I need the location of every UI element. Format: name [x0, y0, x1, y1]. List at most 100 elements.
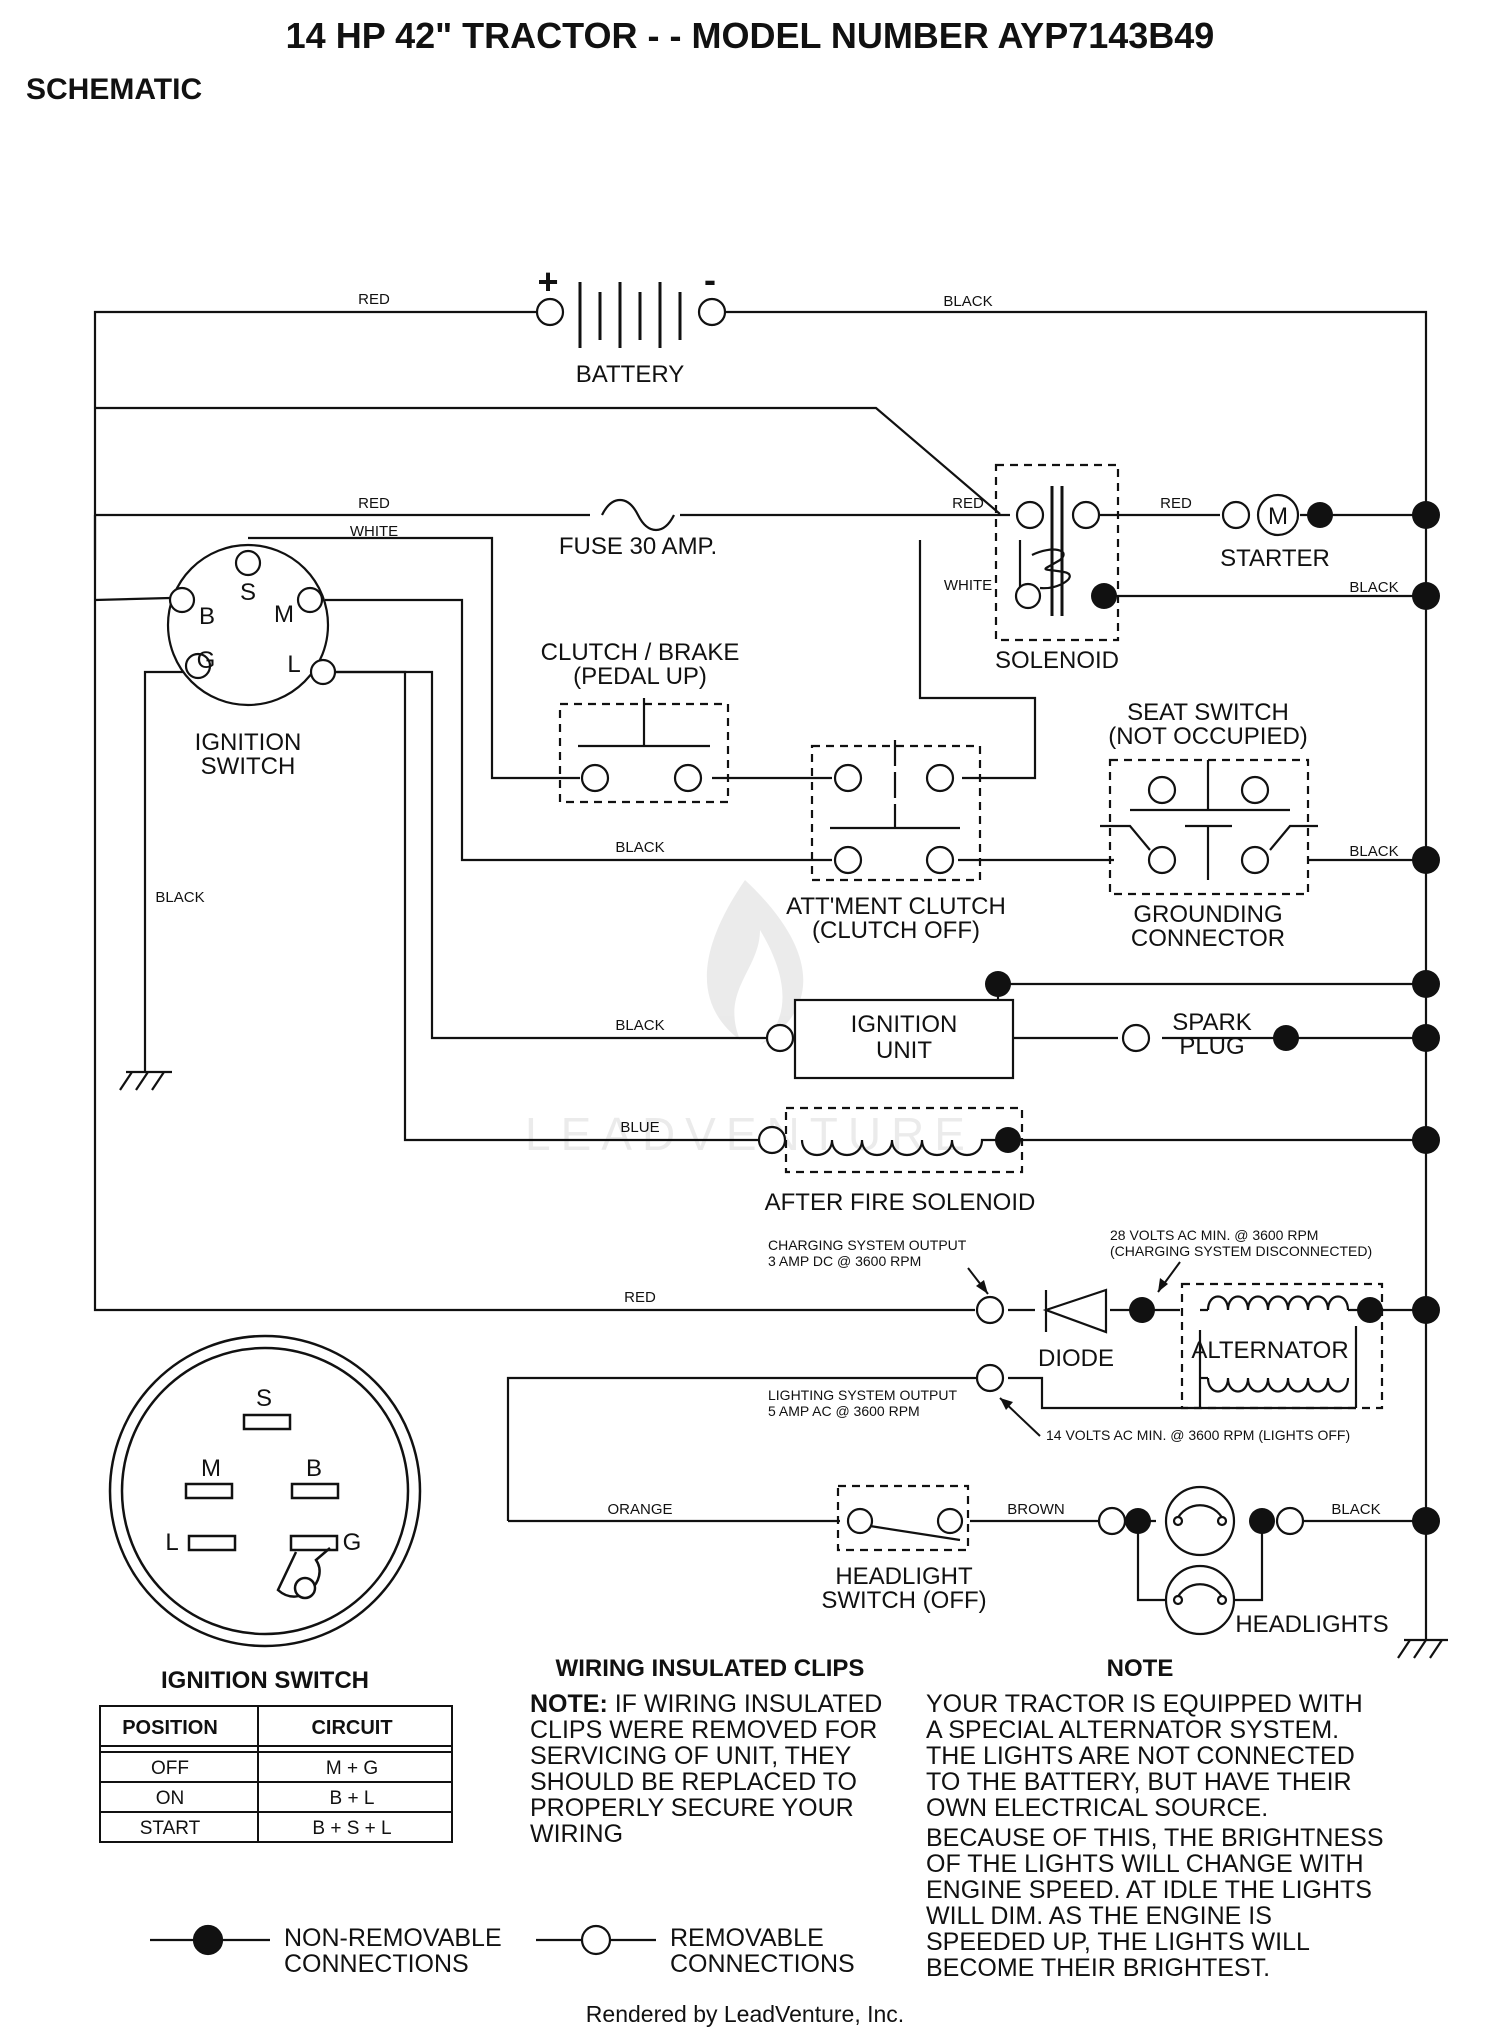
wire-label-blue: BLUE [620, 1119, 659, 1136]
grounding-connector-label-1: GROUNDING [1133, 901, 1282, 928]
wire-black-clutch [325, 598, 832, 862]
ignition-table [99, 1705, 453, 1843]
clips-line-3: SHOULD BE REPLACED TO [530, 1768, 857, 1796]
battery-label: BATTERY [576, 361, 684, 388]
wire-label-red-charge: RED [624, 1289, 656, 1306]
watermark: LEADVENTURE [525, 880, 975, 1160]
note-line-5: BECAUSE OF THIS, THE BRIGHTNESS [926, 1824, 1384, 1852]
legend-removable-2: CONNECTIONS [670, 1950, 855, 1978]
clutch-brake-label-2: (PEDAL UP) [573, 663, 707, 690]
legend-non-removable-1: NON-REMOVABLE [284, 1924, 502, 1952]
note-line-9: SPEEDED UP, THE LIGHTS WILL [926, 1928, 1310, 1956]
legend-removable-1: REMOVABLE [670, 1924, 824, 1952]
wire-label-black-sol: BLACK [1349, 579, 1398, 596]
lighting-output-2: 5 AMP AC @ 3600 RPM [768, 1403, 920, 1419]
volts28-2: (CHARGING SYSTEM DISCONNECTED) [1110, 1243, 1372, 1259]
wire-label-black-ign-unit: BLACK [615, 1017, 664, 1034]
ignition-table-row-2-pos: START [140, 1818, 201, 1839]
ignition-table-row-2-circ: B + S + L [312, 1818, 391, 1839]
lighting-output-1: LIGHTING SYSTEM OUTPUT [768, 1387, 957, 1403]
connector-face-s: S [256, 1385, 272, 1412]
attment-clutch-label-2: (CLUTCH OFF) [812, 917, 980, 944]
legend [150, 1924, 656, 1956]
alternator [1180, 1282, 1384, 1410]
volts14: 14 VOLTS AC MIN. @ 3600 RPM (LIGHTS OFF) [1046, 1427, 1350, 1443]
ignition-pin-s: S [240, 579, 256, 606]
spark-plug-label-2: PLUG [1179, 1033, 1244, 1060]
charging-output-2: 3 AMP DC @ 3600 RPM [768, 1253, 921, 1269]
ignition-switch-label-2: SWITCH [201, 753, 296, 780]
clips-title: WIRING INSULATED CLIPS [556, 1655, 865, 1682]
ignition-table-title: IGNITION SWITCH [161, 1667, 369, 1694]
watermark-text: LEADVENTURE [525, 1108, 975, 1160]
note-line-2: THE LIGHTS ARE NOT CONNECTED [926, 1742, 1355, 1770]
attment-clutch-switch [810, 740, 982, 882]
wire-label-white-sol: WHITE [944, 577, 992, 594]
note-line-1: A SPECIAL ALTERNATOR SYSTEM. [926, 1716, 1339, 1744]
ignition-pin-g: G [197, 647, 216, 674]
note-line-0: YOUR TRACTOR IS EQUIPPED WITH [926, 1690, 1363, 1718]
attment-clutch-label-1: ATT'MENT CLUTCH [786, 893, 1006, 920]
fuse-symbol [601, 498, 675, 532]
note-title: NOTE [1107, 1655, 1174, 1682]
ignition-pin-m: M [274, 601, 294, 628]
headlight-switch [836, 1484, 970, 1552]
clips-lead: NOTE: [530, 1690, 608, 1718]
battery-minus: - [704, 259, 716, 300]
ignition-table-row-1-pos: ON [156, 1788, 185, 1809]
wire-diagonal-solenoid [95, 406, 1001, 515]
wire-label-orange: ORANGE [607, 1501, 672, 1518]
clips-line-5: WIRING [530, 1820, 623, 1848]
spark-plug-label-1: SPARK [1172, 1009, 1252, 1036]
clips-line-4: PROPERLY SECURE YOUR [530, 1794, 854, 1822]
connector-face-g: G [343, 1529, 362, 1556]
connector-face-m: M [201, 1455, 221, 1482]
legend-non-removable-2: CONNECTIONS [284, 1950, 469, 1978]
note-line-3: TO THE BATTERY, BUT HAVE THEIR [926, 1768, 1352, 1796]
wire-label-white-ign: WHITE [350, 523, 398, 540]
wire-orange-head [506, 1376, 976, 1521]
wire-red-top [93, 310, 536, 560]
wire-white-sol [918, 540, 1037, 780]
note-line-10: BECOME THEIR BRIGHTEST. [926, 1954, 1270, 1982]
wire-label-black-head: BLACK [1331, 1501, 1380, 1518]
ignition-table-header-position: POSITION [122, 1717, 218, 1739]
footer-credit: Rendered by LeadVenture, Inc. [586, 2001, 904, 2027]
bus-nodes [1412, 501, 1440, 1535]
battery [535, 282, 727, 348]
solenoid-black-node [1091, 583, 1117, 609]
starter-m: M [1268, 503, 1288, 530]
seat-switch-label-2: (NOT OCCUPIED) [1108, 723, 1308, 750]
after-fire-solenoid-label: AFTER FIRE SOLENOID [765, 1189, 1036, 1216]
after-fire-solenoid [757, 1106, 1024, 1174]
wire-label-black-clutch: BLACK [615, 839, 664, 856]
headlight-switch-label-2: SWITCH (OFF) [821, 1587, 986, 1614]
charging-output-1: CHARGING SYSTEM OUTPUT [768, 1237, 967, 1253]
connector-face-l: L [165, 1529, 178, 1556]
fuse-label: FUSE 30 AMP. [559, 533, 717, 560]
starter-label: STARTER [1220, 545, 1330, 572]
seat-switch [1100, 758, 1318, 896]
ignition-table-header-circuit: CIRCUIT [311, 1717, 392, 1739]
note-line-4: OWN ELECTRICAL SOURCE. [926, 1794, 1268, 1822]
ignition-switch [166, 543, 337, 707]
ignition-unit-label-2: UNIT [876, 1037, 932, 1064]
note-line-6: OF THE LIGHTS WILL CHANGE WITH [926, 1850, 1364, 1878]
headlights-label: HEADLIGHTS [1235, 1611, 1388, 1638]
ignition-connector-face [108, 1334, 422, 1648]
wire-label-red-fuse: RED [358, 495, 390, 512]
seat-switch-label-1: SEAT SWITCH [1127, 699, 1289, 726]
ignition-table-row-1-circ: B + L [330, 1788, 375, 1809]
battery-plus: + [537, 261, 558, 302]
wire-white-ign [248, 536, 580, 780]
headlights [1097, 1485, 1305, 1636]
note-line-7: ENGINE SPEED. AT IDLE THE LIGHTS [926, 1876, 1372, 1904]
ignition-table-row-0-pos: OFF [151, 1758, 189, 1779]
connector-face-b: B [306, 1455, 322, 1482]
wire-label-red-sol: RED [952, 495, 984, 512]
starter-node [1307, 502, 1333, 528]
wire-label-red-top: RED [358, 291, 390, 308]
wire-label-brown: BROWN [1007, 1501, 1065, 1518]
clips-line-1: CLIPS WERE REMOVED FOR [530, 1716, 877, 1744]
